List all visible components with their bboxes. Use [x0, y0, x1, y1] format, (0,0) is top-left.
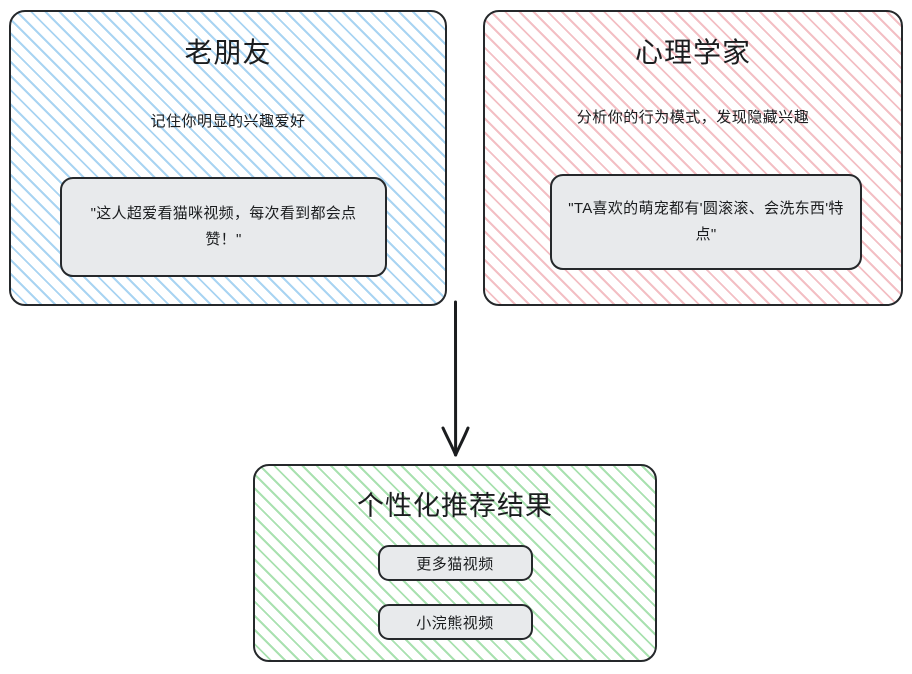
node-psychologist-subtitle: 分析你的行为模式，发现隐藏兴趣 — [576, 109, 810, 126]
node-old-friend-title: 老朋友 — [184, 37, 272, 68]
node-old-friend[interactable]: 老朋友 记住你明显的兴趣爱好 "这人超爱看猫咪视频，每次看到都会点赞！" — [9, 10, 447, 306]
node-old-friend-quote: "这人超爱看猫咪视频，每次看到都会点赞！" — [60, 177, 387, 277]
merge-arrow-icon — [441, 300, 470, 457]
node-psychologist-title: 心理学家 — [634, 37, 751, 68]
result-pill-cat-videos[interactable]: 更多猫视频 — [377, 545, 533, 581]
node-psychologist[interactable]: 心理学家 分析你的行为模式，发现隐藏兴趣 "TA喜欢的萌宠都有'圆滚滚、会洗东西… — [483, 10, 903, 306]
node-result[interactable]: 个性化推荐结果 更多猫视频 小浣熊视频 — [253, 464, 657, 662]
node-psychologist-quote: "TA喜欢的萌宠都有'圆滚滚、会洗东西'特点" — [550, 174, 862, 270]
result-pill-list: 更多猫视频 小浣熊视频 — [255, 545, 655, 640]
result-pill-raccoon-videos[interactable]: 小浣熊视频 — [377, 604, 533, 640]
node-result-title: 个性化推荐结果 — [357, 491, 553, 521]
node-old-friend-subtitle: 记住你明显的兴趣爱好 — [150, 113, 306, 130]
